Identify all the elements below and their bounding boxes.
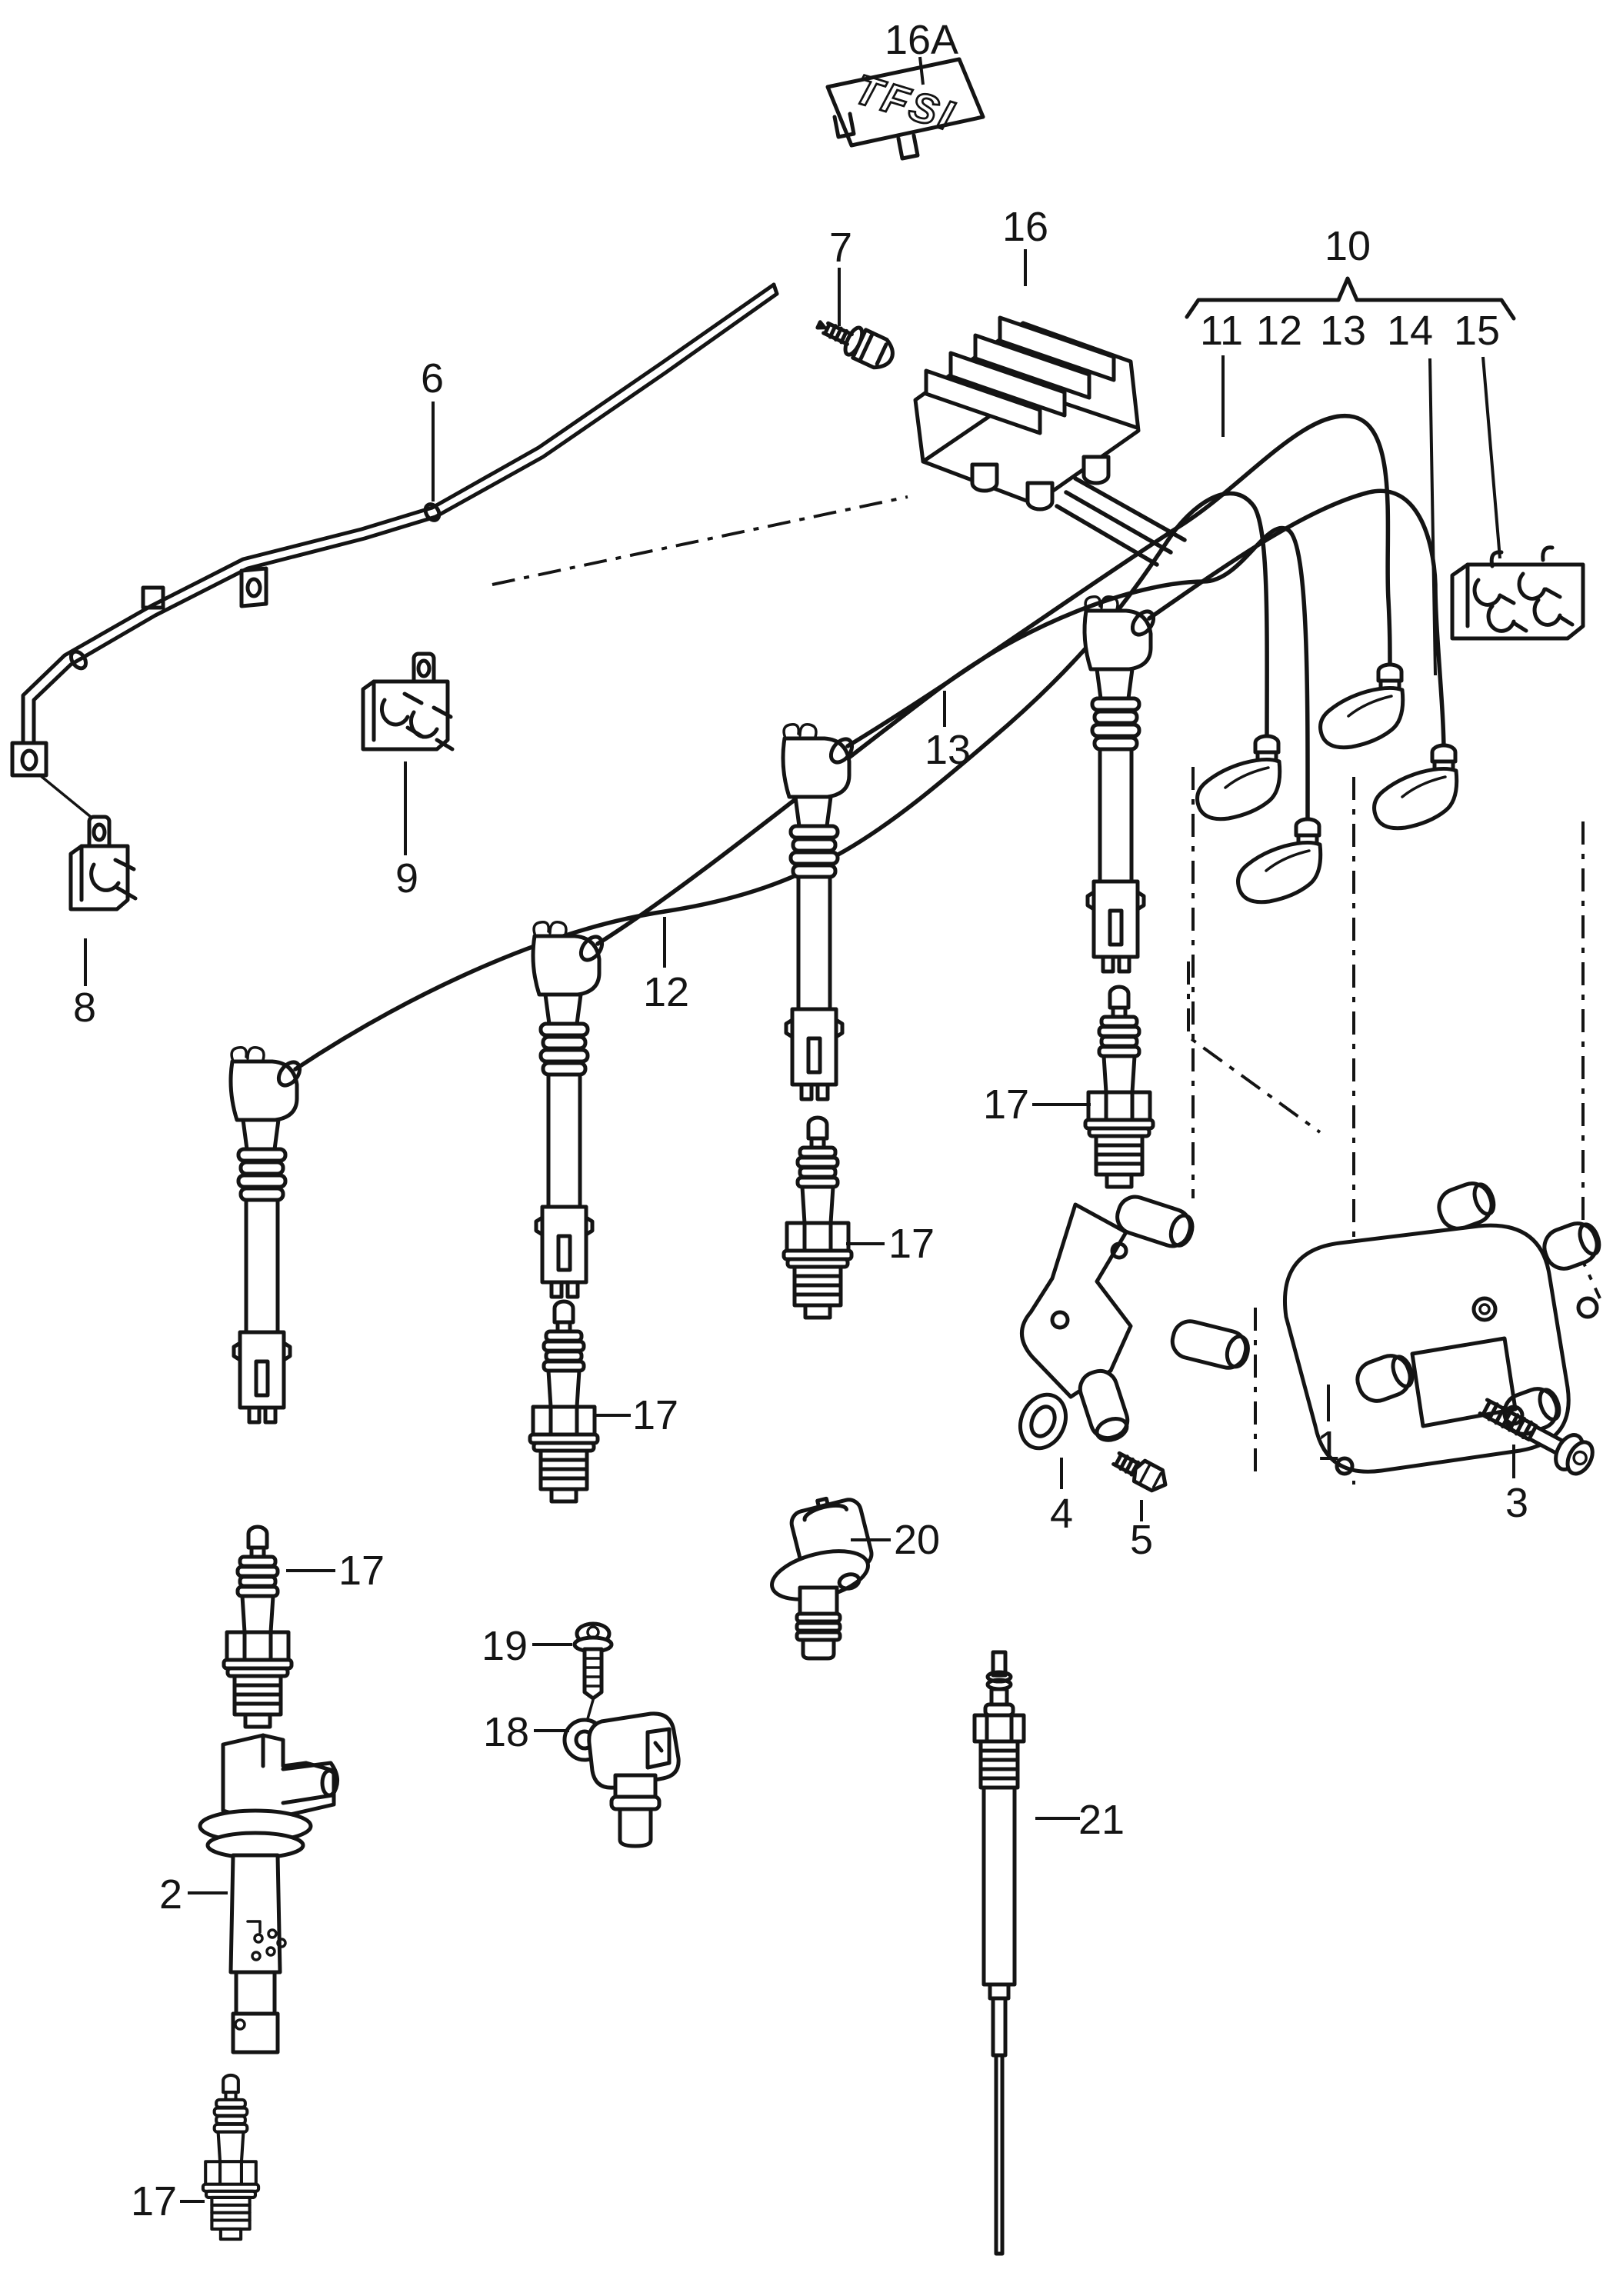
callout-2: 2 xyxy=(159,1871,182,1918)
alignment-dash-line-strip xyxy=(492,495,908,586)
coil-tower xyxy=(1355,1354,1415,1403)
callout-8: 8 xyxy=(73,985,96,1031)
coil-pack-fins xyxy=(924,315,1116,435)
coil-tower xyxy=(1542,1221,1601,1271)
tfsi-cover-plate: TFSI xyxy=(825,57,985,161)
cable-clip-15 xyxy=(1450,545,1585,641)
wire-elbow xyxy=(1372,743,1459,831)
callout-17: 17 xyxy=(632,1392,678,1438)
callout-10: 10 xyxy=(1325,223,1371,269)
retaining-strip xyxy=(10,282,779,818)
callout-17: 17 xyxy=(338,1548,385,1594)
strip-to-clip-link xyxy=(38,774,92,818)
callout-17: 17 xyxy=(888,1221,935,1267)
callout-13w: 13 xyxy=(1320,308,1366,354)
ignition-wire-14 xyxy=(1147,488,1446,755)
wire-elbow-connectors xyxy=(1195,662,1459,905)
cable-clip-9 xyxy=(361,651,455,751)
callout-19: 19 xyxy=(482,1623,528,1669)
callout-9: 9 xyxy=(395,855,418,901)
ignition-coil-unit xyxy=(1283,1181,1601,1476)
ignition-coil-pack xyxy=(913,315,1141,512)
coil-bracket xyxy=(1018,1195,1250,1451)
callout-13: 13 xyxy=(925,727,971,773)
callout-1: 1 xyxy=(1317,1423,1340,1469)
spark-plug-connector-boots xyxy=(228,595,1156,1425)
callout-labels: 16A 7 16 10 11 12 13 14 15 6 9 8 12 13 1… xyxy=(73,17,1528,2224)
wire-elbow xyxy=(1236,817,1323,905)
wire-elbow xyxy=(1318,662,1405,750)
group-brace xyxy=(1185,276,1516,321)
callout-18: 18 xyxy=(483,1709,529,1755)
plug-boot xyxy=(781,723,855,1101)
callout-15: 15 xyxy=(1454,308,1500,354)
callout-6: 6 xyxy=(421,355,444,402)
plug-boot xyxy=(531,921,605,1299)
leader-lines xyxy=(84,56,1515,2203)
glow-plug xyxy=(972,1650,1026,2256)
callout-4: 4 xyxy=(1050,1491,1073,1537)
callout-14: 14 xyxy=(1387,308,1433,354)
ignition-wire-12 xyxy=(595,525,1310,946)
spark-plug xyxy=(201,2073,261,2241)
callout-20: 20 xyxy=(894,1517,940,1563)
callout-11: 11 xyxy=(1200,308,1243,354)
callout-5: 5 xyxy=(1130,1517,1153,1563)
callout-3: 3 xyxy=(1505,1480,1528,1526)
callout-17: 17 xyxy=(983,1081,1029,1128)
callout-17: 17 xyxy=(131,2178,177,2224)
callout-12: 12 xyxy=(643,969,689,1015)
spark-plug xyxy=(528,1299,600,1504)
bracket-screw xyxy=(1111,1451,1168,1493)
coil-tower xyxy=(1437,1181,1496,1231)
cable-clip-8 xyxy=(68,815,138,911)
callout-16A: 16A xyxy=(885,17,958,63)
sensor-screw xyxy=(572,1621,614,1723)
temperature-sensor xyxy=(770,1496,874,1661)
ignition-wire-13 xyxy=(845,413,1392,748)
callout-7: 7 xyxy=(829,225,852,271)
pencil-ignition-coil xyxy=(198,1733,339,2054)
spark-plug xyxy=(222,1525,294,1729)
callout-16: 16 xyxy=(1002,204,1048,250)
callout-21: 21 xyxy=(1078,1797,1125,1843)
spark-plug xyxy=(782,1115,854,1320)
spark-plugs xyxy=(201,985,1155,2241)
screw-7 xyxy=(815,320,895,370)
camshaft-position-sensor xyxy=(562,1711,681,1848)
coil-bolt xyxy=(1478,1398,1595,1476)
spark-plug xyxy=(1083,985,1155,1189)
plug-boot xyxy=(228,1046,302,1425)
callout-12w: 12 xyxy=(1256,308,1302,354)
wire-elbow xyxy=(1195,734,1282,821)
plug-boot xyxy=(1082,595,1156,974)
